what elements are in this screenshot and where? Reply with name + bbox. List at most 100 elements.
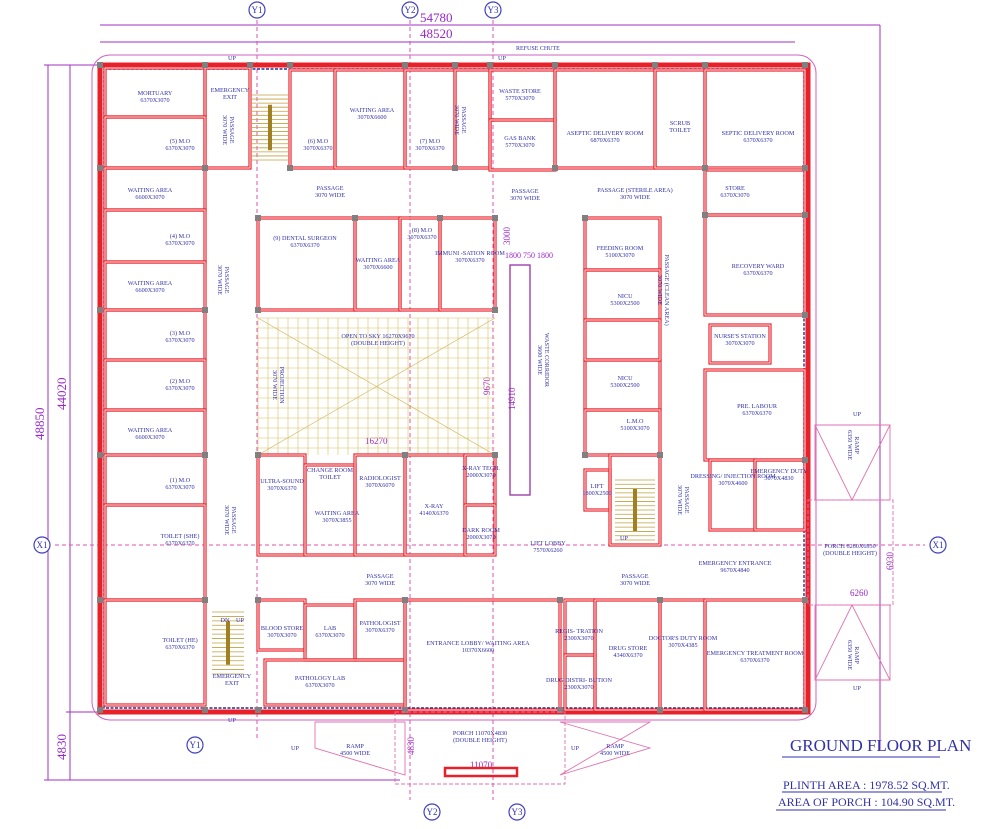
room-name: PASSAGE [228, 117, 235, 144]
dim-courtyard-width: 16270 [365, 436, 388, 446]
room-size: 6370X3070 [315, 632, 344, 639]
room-name: (7) M.O [420, 138, 441, 145]
grid-bubble-y1-top: Y1 [248, 1, 266, 19]
room-name: (3) M.O [170, 330, 191, 337]
room-name: DRUG STORE [609, 645, 648, 652]
room-size: 3070X4385 [668, 642, 697, 649]
room-size: 2300X3070 [564, 635, 593, 642]
room-name: (6) M.O [308, 138, 329, 145]
room-size: 6600X3070 [135, 287, 164, 294]
room-size: (DOUBLE HEIGHT) [351, 340, 405, 347]
room-size: 3070 WIDE [510, 195, 540, 202]
room-size: 3070X6070 [365, 482, 394, 489]
structural-column [97, 307, 103, 313]
room-name: PASSAGE [622, 573, 649, 580]
room-name: PASSAGE [460, 107, 467, 134]
grid-bubble-y1-bottom: Y1 [186, 736, 204, 754]
structural-column [402, 62, 408, 68]
room-size: 6370X3070 [140, 97, 169, 104]
room-size: 3070X6370 [415, 145, 444, 152]
room-wall [263, 658, 407, 707]
structural-column [402, 597, 408, 603]
dimension-lines: 54780 48520 48850 44020 4830 16270 9670 … [32, 10, 895, 781]
title-block: GROUND FLOOR PLAN PLINTH AREA : 1978.52 … [776, 736, 971, 811]
svg-text:Y2: Y2 [427, 807, 438, 817]
room-wall [658, 598, 707, 712]
svg-text:X1: X1 [37, 540, 48, 550]
structural-column [202, 62, 208, 68]
structural-column [802, 312, 808, 318]
room-size: 4500 WIDE [600, 750, 630, 757]
room-name: OPEN TO SKY 16270X9670 [341, 333, 414, 340]
structural-column [255, 452, 261, 458]
stair-direction-label: UP [853, 685, 861, 692]
room-name: WAITING AREA [315, 510, 360, 517]
dim-building-width: 48520 [420, 26, 453, 41]
room-label-toilet-she: TOILET (SHE)6370X6370 [161, 533, 200, 547]
plinth-outline [91, 54, 817, 721]
room-size: 3070X6370 [365, 627, 394, 634]
room-size: 6370X6370 [743, 270, 772, 277]
room-name: (5) M.O [170, 138, 191, 145]
structural-column [247, 62, 253, 68]
room-name: BLOOD STORE [261, 625, 304, 632]
dim-porch-depth-2: 4830 [406, 737, 416, 756]
structural-column [287, 62, 293, 68]
room-size: 3070 WIDE [315, 192, 345, 199]
room-size: 3070 WIDE [620, 580, 650, 587]
courtyard-hatch [257, 317, 495, 455]
room-size: 3070 WIDE [620, 194, 650, 201]
room-size: 3070 WIDE [365, 580, 395, 587]
grid-bubbles: Y1 Y2 Y3 Y1 Y2 Y3 X1 X1 [33, 1, 947, 821]
svg-text:Y2: Y2 [405, 5, 416, 15]
room-wall [463, 453, 497, 507]
room-name: WAITING AREA [350, 107, 395, 114]
structural-column [657, 707, 663, 713]
structural-column [492, 215, 498, 221]
room-size: 3600 WIDE [536, 345, 543, 375]
stair-direction-label: UP [228, 717, 236, 724]
room-wall [708, 458, 757, 532]
room-size: 3070X4830 [764, 475, 793, 482]
structural-column [255, 215, 261, 221]
room-size: 2000X3070 [466, 534, 495, 541]
room-name: EMERGENCY ENTRANCE [699, 560, 772, 567]
room-size: 4340X6370 [613, 652, 642, 659]
structural-column [552, 165, 558, 171]
room-size: 5300X2500 [610, 300, 639, 307]
room-size: 3070X3070 [725, 340, 754, 347]
room-size: 6600X3070 [135, 434, 164, 441]
room-name: SCRUB [670, 120, 690, 127]
room-name: RAMP [853, 646, 860, 664]
room-size: 6370X6370 [165, 644, 194, 651]
room-wall [403, 598, 562, 712]
room-name: NURSE'S STATION [714, 333, 766, 340]
room-wall [583, 318, 662, 362]
room-size: 6370X3070 [720, 192, 749, 199]
structural-column [202, 165, 208, 171]
room-name: (8) M.O [412, 227, 433, 234]
room-wall [256, 453, 307, 557]
structural-column [657, 452, 663, 458]
grid-bubble-y2-top: Y2 [401, 1, 419, 19]
structural-column [202, 707, 208, 713]
dim-building-depth: 44020 [54, 378, 69, 411]
